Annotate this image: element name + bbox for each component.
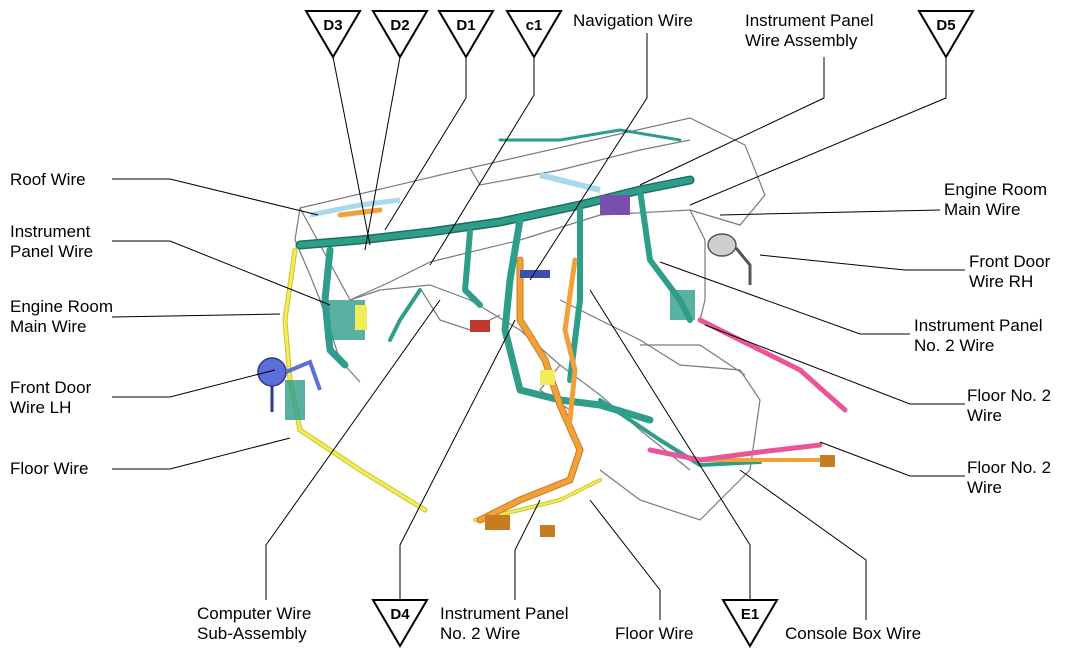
connector-blocks [285,195,835,537]
label-line: Front Door [969,252,1051,271]
label-line: Wire [967,478,1002,497]
marker-d2: D2 [371,10,429,59]
ip-no2-harness [337,207,822,524]
label-line: Front Door [10,378,92,397]
front-door-lh-connector [257,357,322,412]
label-line: Floor No. 2 [967,386,1052,405]
label-line: Engine Room [944,180,1048,199]
marker-d4: D4 [371,599,429,648]
label-front-door-wire-lh: Front Door Wire LH [10,378,91,418]
svg-text:D2: D2 [390,17,409,34]
label-line: Floor No. 2 [967,458,1052,477]
label-engine-room-main-wire-left: Engine Room Main Wire [10,297,113,337]
label-line: Console Box Wire [785,624,922,643]
label-line: Wire RH [969,272,1034,291]
label-line: Main Wire [10,317,87,336]
label-roof-wire: Roof Wire [10,170,86,190]
label-line: Floor Wire [10,459,89,478]
label-line: Computer Wire [197,604,312,623]
label-line: Wire LH [10,398,72,417]
label-line: Sub-Assembly [197,624,307,643]
svg-text:E1: E1 [741,606,759,623]
label-instrument-panel-wire: Instrument Panel Wire [10,222,93,262]
svg-text:D5: D5 [936,17,955,34]
marker-d5: D5 [917,10,975,59]
label-ip-wire-assembly: Instrument Panel Wire Assembly [745,11,874,51]
label-ip-no2-wire-right: Instrument Panel No. 2 Wire [914,316,1043,356]
marker-d1: D1 [437,10,495,59]
svg-text:D1: D1 [456,17,475,34]
label-line: Instrument Panel [745,11,874,30]
marker-c1: c1 [505,10,563,59]
label-computer-wire-sub-assembly: Computer Wire Sub-Assembly [197,604,311,644]
label-line: Wire [967,406,1002,425]
svg-text:D4: D4 [390,606,410,623]
label-line: Roof Wire [10,170,86,189]
marker-e1: E1 [721,599,779,648]
label-line: Floor Wire [615,624,694,643]
label-front-door-wire-rh: Front Door Wire RH [969,252,1050,292]
label-line: No. 2 Wire [440,624,521,643]
label-floor-wire-left: Floor Wire [10,459,88,479]
label-line: Instrument Panel [440,604,569,623]
label-ip-no2-wire-bottom: Instrument Panel No. 2 Wire [440,604,569,644]
label-floor-wire-bottom: Floor Wire [615,624,693,644]
label-line: Engine Room [10,297,114,316]
label-console-box-wire: Console Box Wire [785,624,921,644]
label-navigation-wire: Navigation Wire [573,11,693,31]
label-line: Panel Wire [10,242,94,261]
label-line: Navigation Wire [573,11,693,30]
label-floor-no2-wire-lower: Floor No. 2 Wire [967,458,1051,498]
leader-lines [111,33,965,620]
label-line: Wire Assembly [745,31,858,50]
label-engine-room-main-wire-right: Engine Room Main Wire [944,180,1047,220]
front-door-rh-connector [707,233,752,285]
label-floor-no2-wire-upper: Floor No. 2 Wire [967,386,1051,426]
svg-text:D3: D3 [323,17,342,34]
label-line: Main Wire [944,200,1021,219]
label-line: Instrument Panel [914,316,1043,335]
dashboard-outline [294,117,766,521]
label-line: No. 2 Wire [914,336,995,355]
floor-no2-harness [647,317,848,463]
marker-d3: D3 [304,10,362,59]
label-line: Instrument [10,222,91,241]
svg-text:c1: c1 [526,17,543,34]
